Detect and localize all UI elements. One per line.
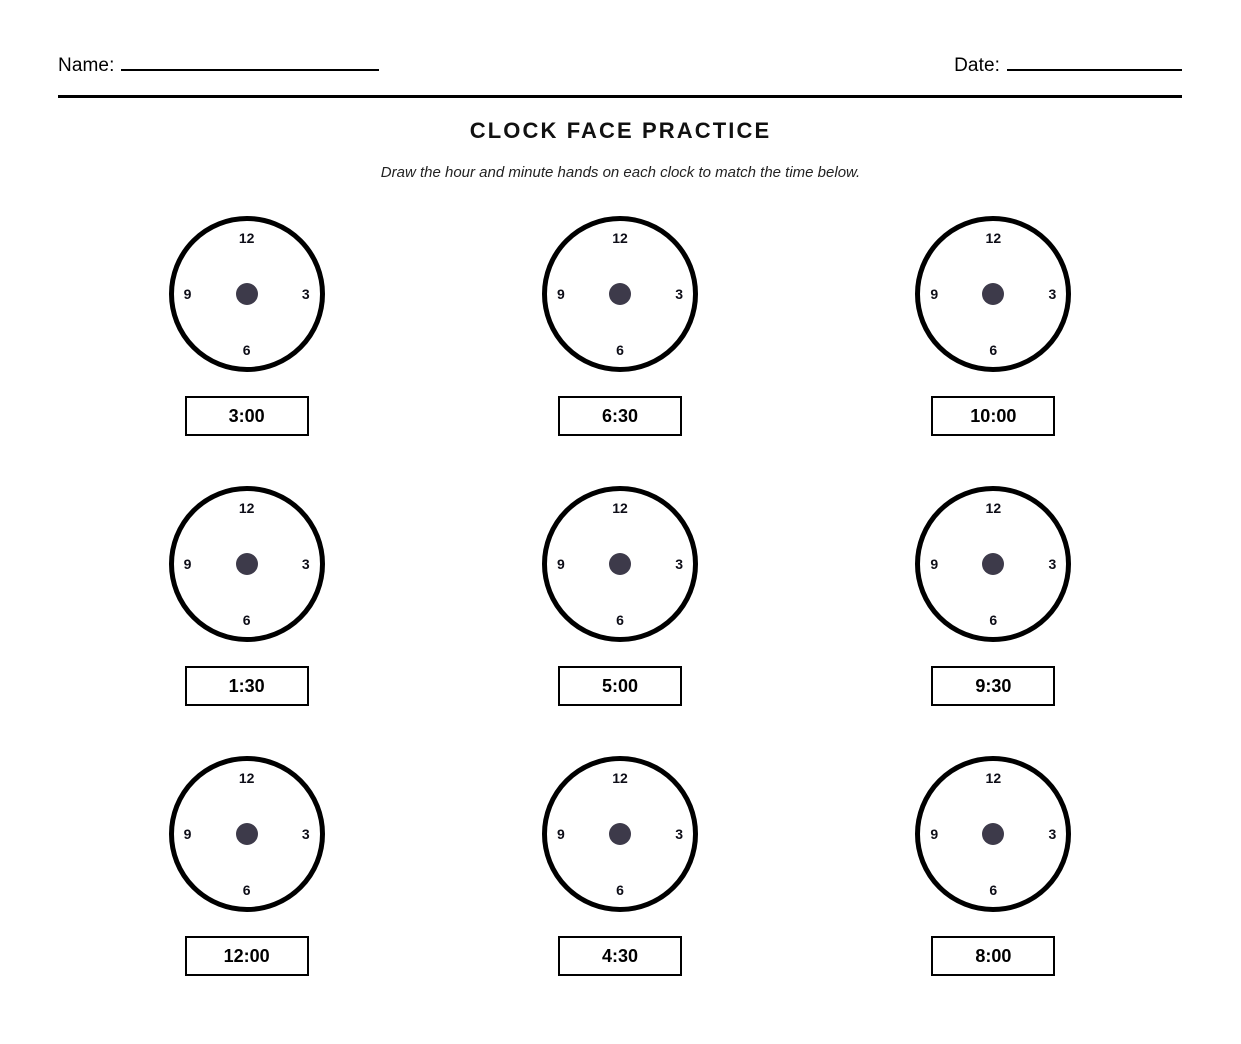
clock-item: 12 3 6 9 10:00 [807,216,1180,486]
clock-number-12: 12 [612,500,628,516]
clock-number-9: 9 [930,826,939,842]
clock-number-9: 9 [556,556,565,572]
clock-number-9: 9 [183,826,192,842]
date-field: Date: [954,52,1182,77]
clock-face[interactable]: 12 3 6 9 [168,756,325,912]
clock-face[interactable]: 12 3 6 9 [915,486,1072,642]
clock-item: 12 3 6 9 4:30 [433,756,806,1026]
time-label-box: 5:00 [557,666,682,706]
clock-number-9: 9 [930,556,939,572]
clock-face[interactable]: 12 3 6 9 [168,216,325,372]
clock-number-6: 6 [242,342,251,358]
clock-center-dot [608,823,631,845]
clock-number-12: 12 [985,500,1002,516]
clock-item: 12 3 6 9 9:30 [807,486,1180,756]
clock-number-12: 12 [612,770,628,786]
clock-item: 12 3 6 9 3:00 [60,216,433,486]
time-label-box: 6:30 [557,396,682,436]
clock-number-12: 12 [238,230,255,246]
clock-center-dot [982,823,1005,845]
clock-item: 12 3 6 9 6:30 [433,216,806,486]
clock-center-dot [608,283,631,305]
clock-number-9: 9 [556,286,565,302]
clock-number-6: 6 [242,612,251,628]
clock-item: 12 3 6 9 1:30 [60,486,433,756]
time-label-box: 4:30 [557,936,682,976]
clock-number-3: 3 [301,556,310,572]
worksheet-header: Name: Date: [58,52,1182,90]
time-label-box: 8:00 [931,936,1056,976]
clock-number-3: 3 [675,286,683,302]
time-label-box: 3:00 [184,396,309,436]
clock-number-3: 3 [1048,826,1057,842]
clock-number-12: 12 [238,770,255,786]
clock-number-3: 3 [301,826,310,842]
clock-number-9: 9 [930,286,939,302]
time-label: 1:30 [228,675,265,696]
clock-number-6: 6 [989,342,998,358]
clock-face[interactable]: 12 3 6 9 [541,486,698,642]
clock-number-12: 12 [985,770,1002,786]
clock-number-6: 6 [989,612,998,628]
clock-face[interactable]: 12 3 6 9 [168,486,325,642]
time-label-box: 9:30 [931,666,1056,706]
clock-item: 12 3 6 9 5:00 [433,486,806,756]
name-input-line[interactable] [121,52,380,71]
time-label-box: 10:00 [931,396,1056,436]
clock-number-12: 12 [238,500,255,516]
clock-center-dot [235,553,258,575]
time-label: 9:30 [975,675,1012,696]
clock-face[interactable]: 12 3 6 9 [915,216,1072,372]
clock-face[interactable]: 12 3 6 9 [915,756,1072,912]
clock-center-dot [608,553,631,575]
clock-center-dot [235,283,258,305]
clock-number-9: 9 [183,556,192,572]
clock-center-dot [235,823,258,845]
header-divider [58,95,1182,98]
clock-item: 12 3 6 9 12:00 [60,756,433,1026]
date-input-line[interactable] [1007,52,1182,71]
time-label: 10:00 [970,405,1017,426]
clock-number-3: 3 [675,556,683,572]
page-title: CLOCK FACE PRACTICE [469,118,772,143]
time-label: 6:30 [601,405,638,426]
clock-number-3: 3 [675,826,683,842]
clock-number-3: 3 [301,286,310,302]
clock-number-9: 9 [183,286,192,302]
page-subtitle: Draw the hour and minute hands on each c… [380,164,861,181]
clock-number-6: 6 [616,612,624,628]
time-label: 12:00 [223,945,270,966]
clock-face[interactable]: 12 3 6 9 [541,216,698,372]
clock-face[interactable]: 12 3 6 9 [541,756,698,912]
clock-number-6: 6 [616,882,624,898]
date-label: Date: [954,55,1000,76]
clock-center-dot [982,283,1005,305]
time-label: 3:00 [228,405,265,426]
clock-number-12: 12 [985,230,1002,246]
clock-number-9: 9 [556,826,565,842]
clock-number-3: 3 [1048,286,1057,302]
clock-center-dot [982,553,1005,575]
clock-item: 12 3 6 9 8:00 [807,756,1180,1026]
time-label-box: 1:30 [184,666,309,706]
clock-number-12: 12 [612,230,628,246]
time-label-box: 12:00 [184,936,309,976]
clock-number-6: 6 [989,882,998,898]
clock-number-6: 6 [242,882,251,898]
time-label: 8:00 [975,945,1012,966]
clock-number-6: 6 [616,342,624,358]
clock-number-3: 3 [1048,556,1057,572]
time-label: 4:30 [601,945,638,966]
name-field: Name: [58,52,380,77]
time-label: 5:00 [601,675,638,696]
name-label: Name: [58,55,115,76]
clock-grid: 12 3 6 9 3:00 12 3 6 9 6:30 12 3 6 9 10:00 12 3 6 9 1:30 12 3… [60,216,1180,1026]
